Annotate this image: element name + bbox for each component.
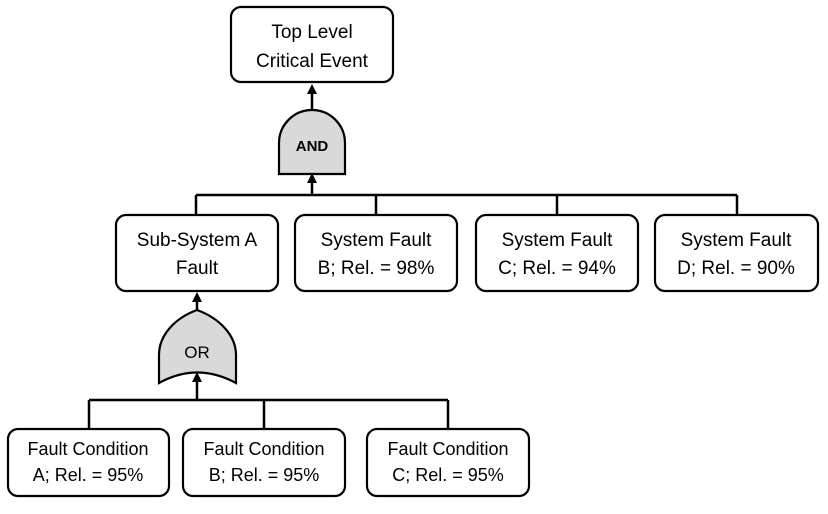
and-gate-label: AND <box>296 138 329 155</box>
arrow-subsys-a <box>192 292 202 302</box>
or-gate-shape <box>157 308 238 385</box>
level1-node-subsys-a: Sub-System A Fault <box>114 213 280 293</box>
top-event-line1: Top Level <box>271 22 352 43</box>
arrow-top-event <box>307 84 317 94</box>
level2-line2: B; Rel. = 95% <box>209 465 320 485</box>
level2-line1: Fault Condition <box>27 439 148 459</box>
level1-line1: System Fault <box>502 230 614 251</box>
level1-node-fault-c: System Fault C; Rel. = 94% <box>474 213 640 293</box>
top-event-node: Top Level Critical Event <box>229 5 395 84</box>
level2-node-cond-b: Fault Condition B; Rel. = 95% <box>181 427 347 498</box>
level2-line2: C; Rel. = 95% <box>392 465 504 485</box>
level2-node-cond-c: Fault Condition C; Rel. = 95% <box>365 427 531 498</box>
level2-line1: Fault Condition <box>203 439 324 459</box>
level2-line1: Fault Condition <box>387 439 508 459</box>
level1-line1: Sub-System A <box>137 230 258 251</box>
and-gate-shape <box>277 108 347 176</box>
connectors <box>87 84 739 429</box>
or-gate-label: OR <box>184 343 210 362</box>
level2-node-cond-a: Fault Condition A; Rel. = 95% <box>6 427 171 498</box>
arrow-and-gate <box>307 173 317 183</box>
level1-line2: B; Rel. = 98% <box>318 258 435 279</box>
or-gate: OR <box>157 308 238 385</box>
level2-line2: A; Rel. = 95% <box>33 465 144 485</box>
level1-line2: C; Rel. = 94% <box>498 258 616 279</box>
and-gate: AND <box>277 108 347 176</box>
level1-line1: System Fault <box>321 230 433 251</box>
level1-node-fault-d: System Fault D; Rel. = 90% <box>653 213 820 293</box>
level1-line2: Fault <box>176 258 219 279</box>
top-event-line2: Critical Event <box>256 51 369 72</box>
level1-line1: System Fault <box>681 230 793 251</box>
arrow-or-gate <box>192 372 202 382</box>
level1-line2: D; Rel. = 90% <box>677 258 795 279</box>
level1-node-fault-b: System Fault B; Rel. = 98% <box>293 213 459 293</box>
